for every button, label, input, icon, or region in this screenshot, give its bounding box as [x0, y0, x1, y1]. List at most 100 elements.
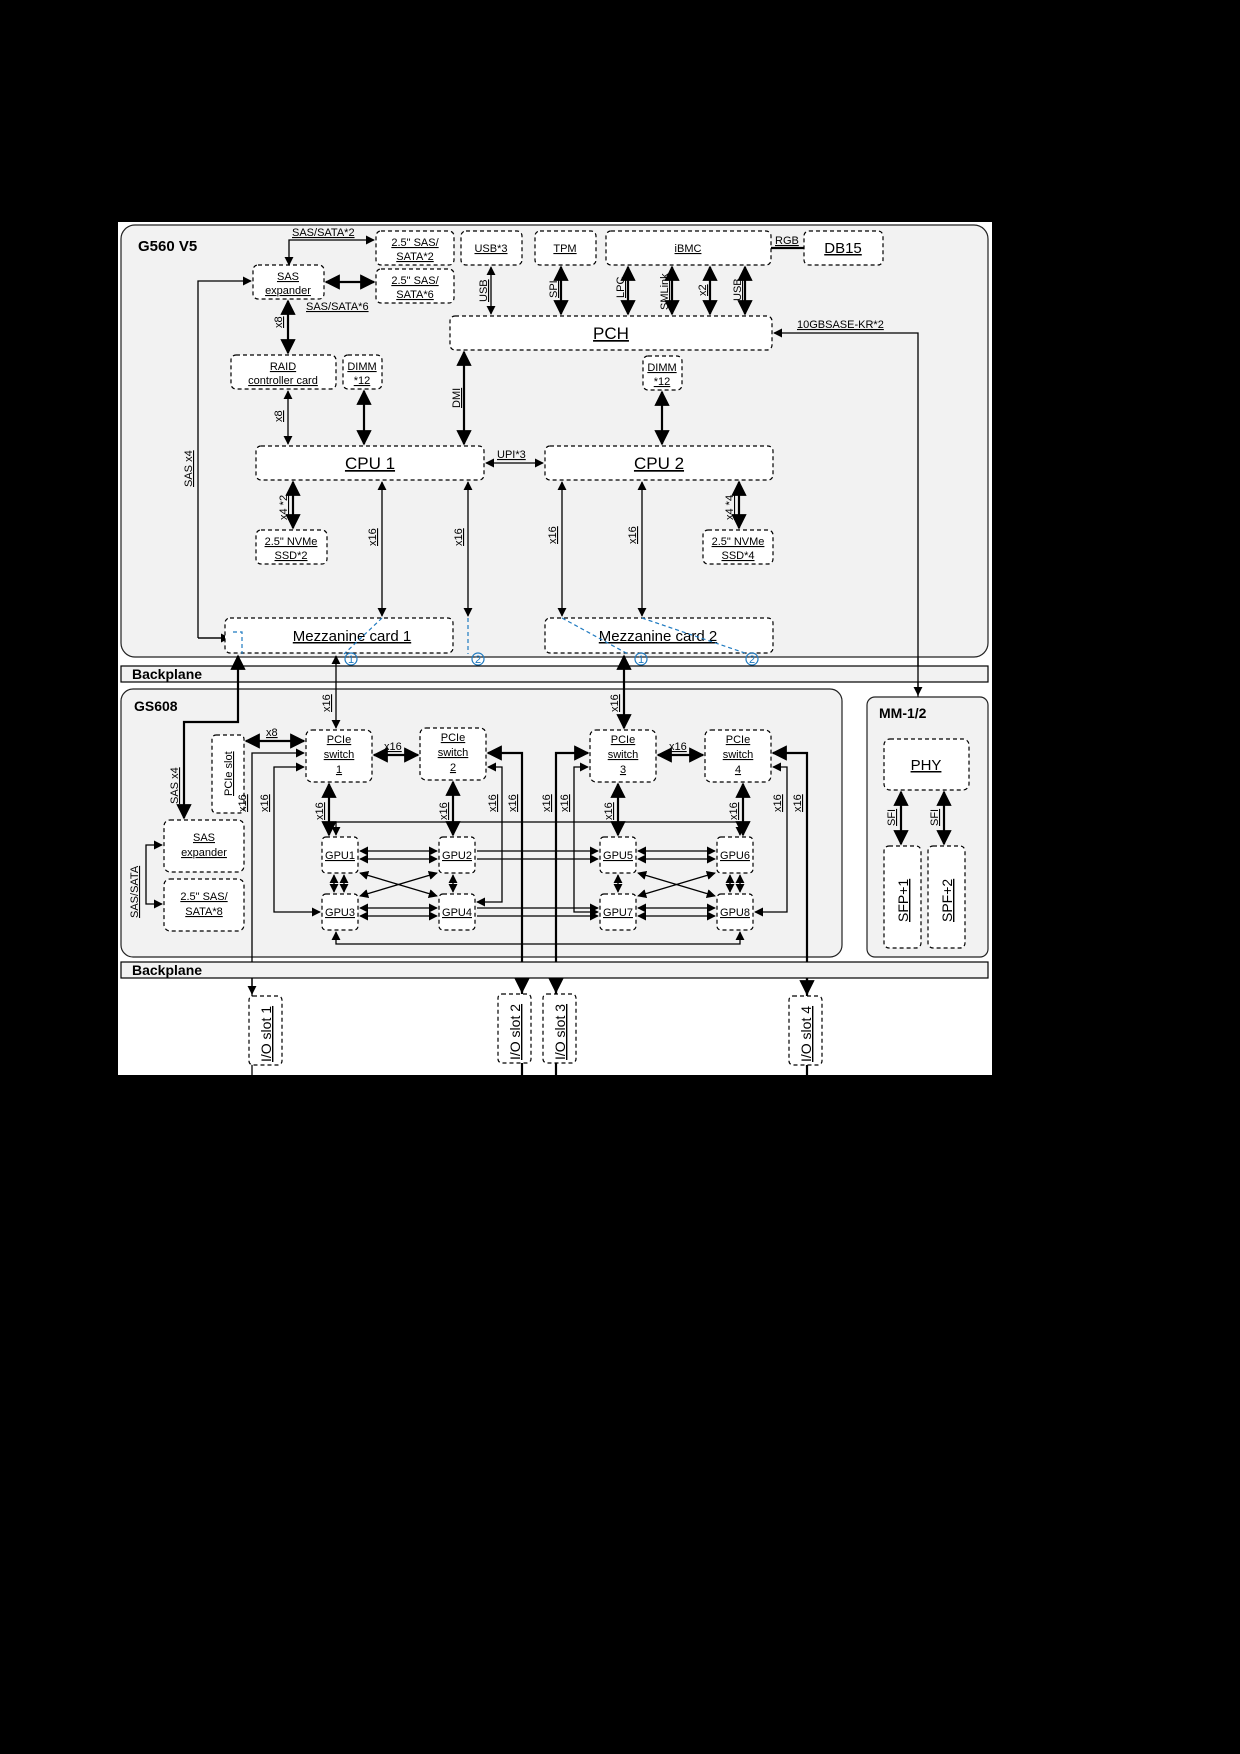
svg-text:I/O slot 4: I/O slot 4: [798, 1006, 814, 1062]
svg-text:RAID: RAID: [270, 361, 296, 373]
svg-text:GPU3: GPU3: [325, 907, 355, 919]
svg-text:PCIe slot: PCIe slot: [223, 751, 235, 796]
svg-text:SAS: SAS: [193, 832, 215, 844]
sfp2-box: SPF+2: [927, 845, 966, 949]
sfp1-box: SFP+1: [883, 845, 922, 949]
pcie-slot-box: PCIe slot: [211, 734, 245, 814]
svg-text:PCH: PCH: [593, 324, 629, 343]
svg-text:*12: *12: [654, 376, 671, 388]
raid-card-box: RAID controller card: [230, 354, 337, 390]
svg-text:SAS x4: SAS x4: [183, 450, 195, 487]
svg-text:x16: x16: [728, 802, 740, 820]
svg-text:x16: x16: [541, 794, 553, 812]
svg-text:x16: x16: [627, 526, 639, 544]
svg-text:x16: x16: [772, 794, 784, 812]
pch-box: PCH: [449, 315, 773, 351]
svg-text:*12: *12: [354, 375, 371, 387]
svg-text:1: 1: [638, 654, 644, 666]
gs608-title: GS608: [134, 698, 178, 714]
svg-text:I/O slot 2: I/O slot 2: [507, 1004, 523, 1060]
marker-2-mezz2: 2: [745, 652, 759, 666]
g560-title: G560 V5: [138, 238, 197, 255]
svg-text:DIMM: DIMM: [647, 362, 676, 374]
svg-text:1: 1: [348, 654, 354, 666]
svg-text:GPU1: GPU1: [325, 850, 355, 862]
svg-text:SAS x4: SAS x4: [169, 767, 181, 804]
ibmc-box: iBMC: [605, 230, 772, 266]
io-slot-4: I/O slot 4: [788, 995, 823, 1066]
pcie-switch-1: PCIe switch 1: [305, 729, 373, 783]
db15-box: DB15: [803, 230, 884, 266]
svg-text:switch: switch: [438, 747, 469, 759]
marker-1-mezz1: 1: [344, 652, 358, 666]
svg-text:CPU 2: CPU 2: [634, 454, 684, 473]
marker-2-mezz1: 2: [471, 652, 485, 666]
svg-text:x16: x16: [438, 802, 450, 820]
gpu7: GPU7: [599, 893, 637, 931]
svg-text:x8: x8: [273, 316, 285, 328]
svg-text:PCIe: PCIe: [726, 734, 750, 746]
gpu2: GPU2: [438, 836, 476, 874]
svg-text:GPU6: GPU6: [720, 850, 750, 862]
svg-text:x8: x8: [273, 410, 285, 422]
svg-text:x16: x16: [367, 528, 379, 546]
svg-text:USB*3: USB*3: [474, 243, 507, 255]
svg-text:2.5" NVMe: 2.5" NVMe: [712, 536, 765, 548]
gpu6: GPU6: [716, 836, 754, 874]
mm-title: MM-1/2: [879, 705, 927, 721]
marker-1-mezz2: 1: [634, 652, 648, 666]
svg-text:x16: x16: [792, 794, 804, 812]
sas-sata-6-box: 2.5" SAS/ SATA*6: [375, 268, 455, 304]
svg-text:2.5" SAS/: 2.5" SAS/: [391, 237, 439, 249]
sas-sata-6-label: SAS/SATA*6: [306, 301, 369, 313]
svg-text:DB15: DB15: [824, 240, 862, 257]
svg-text:x16: x16: [259, 794, 271, 812]
svg-text:x16: x16: [237, 794, 249, 812]
backplane-top: [120, 665, 989, 683]
svg-text:Mezzanine card 1: Mezzanine card 1: [293, 628, 411, 645]
kr-label: 10GBSASE-KR*2: [797, 319, 884, 331]
nvme4-box: 2.5" NVMe SSD*4: [702, 529, 774, 565]
io-slot-2: I/O slot 2: [497, 993, 532, 1064]
usb3-box: USB*3: [460, 230, 523, 266]
rgb-label: RGB: [775, 235, 799, 247]
sas-expander-top-box: SAS expander: [252, 264, 325, 300]
gpu8: GPU8: [716, 893, 754, 931]
io-slot-3: I/O slot 3: [542, 993, 577, 1064]
gpu5: GPU5: [599, 836, 637, 874]
svg-text:3: 3: [620, 764, 626, 776]
dimm2-box: DIMM *12: [642, 355, 683, 391]
upi-label: UPI*3: [497, 449, 526, 461]
svg-text:USB: USB: [478, 279, 490, 302]
pcie-switch-2: PCIe switch 2: [419, 727, 487, 781]
cpu2-box: CPU 2: [544, 445, 774, 481]
mezzanine-card-1: Mezzanine card 1: [224, 617, 454, 654]
svg-text:PHY: PHY: [911, 757, 942, 774]
svg-text:SPF+2: SPF+2: [939, 879, 955, 922]
svg-text:Backplane: Backplane: [132, 962, 202, 978]
svg-text:GPU4: GPU4: [442, 907, 472, 919]
svg-text:SAS: SAS: [277, 271, 299, 283]
svg-text:4: 4: [735, 764, 741, 776]
svg-text:GPU2: GPU2: [442, 850, 472, 862]
svg-text:SAS/SATA: SAS/SATA: [129, 865, 141, 918]
svg-text:GPU5: GPU5: [603, 850, 633, 862]
gpu4: GPU4: [438, 893, 476, 931]
svg-text:x16: x16: [507, 794, 519, 812]
svg-text:expander: expander: [181, 847, 227, 859]
svg-text:SFP+1: SFP+1: [895, 879, 911, 922]
svg-text:GPU7: GPU7: [603, 907, 633, 919]
svg-text:controller card: controller card: [248, 375, 318, 387]
svg-text:2.5" NVMe: 2.5" NVMe: [265, 536, 318, 548]
svg-text:CPU 1: CPU 1: [345, 454, 395, 473]
mezzanine-card-2: Mezzanine card 2: [544, 617, 774, 654]
svg-text:x16: x16: [669, 741, 687, 753]
phy-box: PHY: [883, 738, 970, 791]
svg-text:SMLink: SMLink: [659, 273, 671, 310]
gpu1: GPU1: [321, 836, 359, 874]
svg-text:I/O slot 1: I/O slot 1: [258, 1006, 274, 1062]
svg-text:2.5" SAS/: 2.5" SAS/: [391, 275, 439, 287]
svg-text:Backplane: Backplane: [132, 666, 202, 682]
svg-text:expander: expander: [265, 285, 311, 297]
backplane-bottom: [120, 961, 989, 979]
